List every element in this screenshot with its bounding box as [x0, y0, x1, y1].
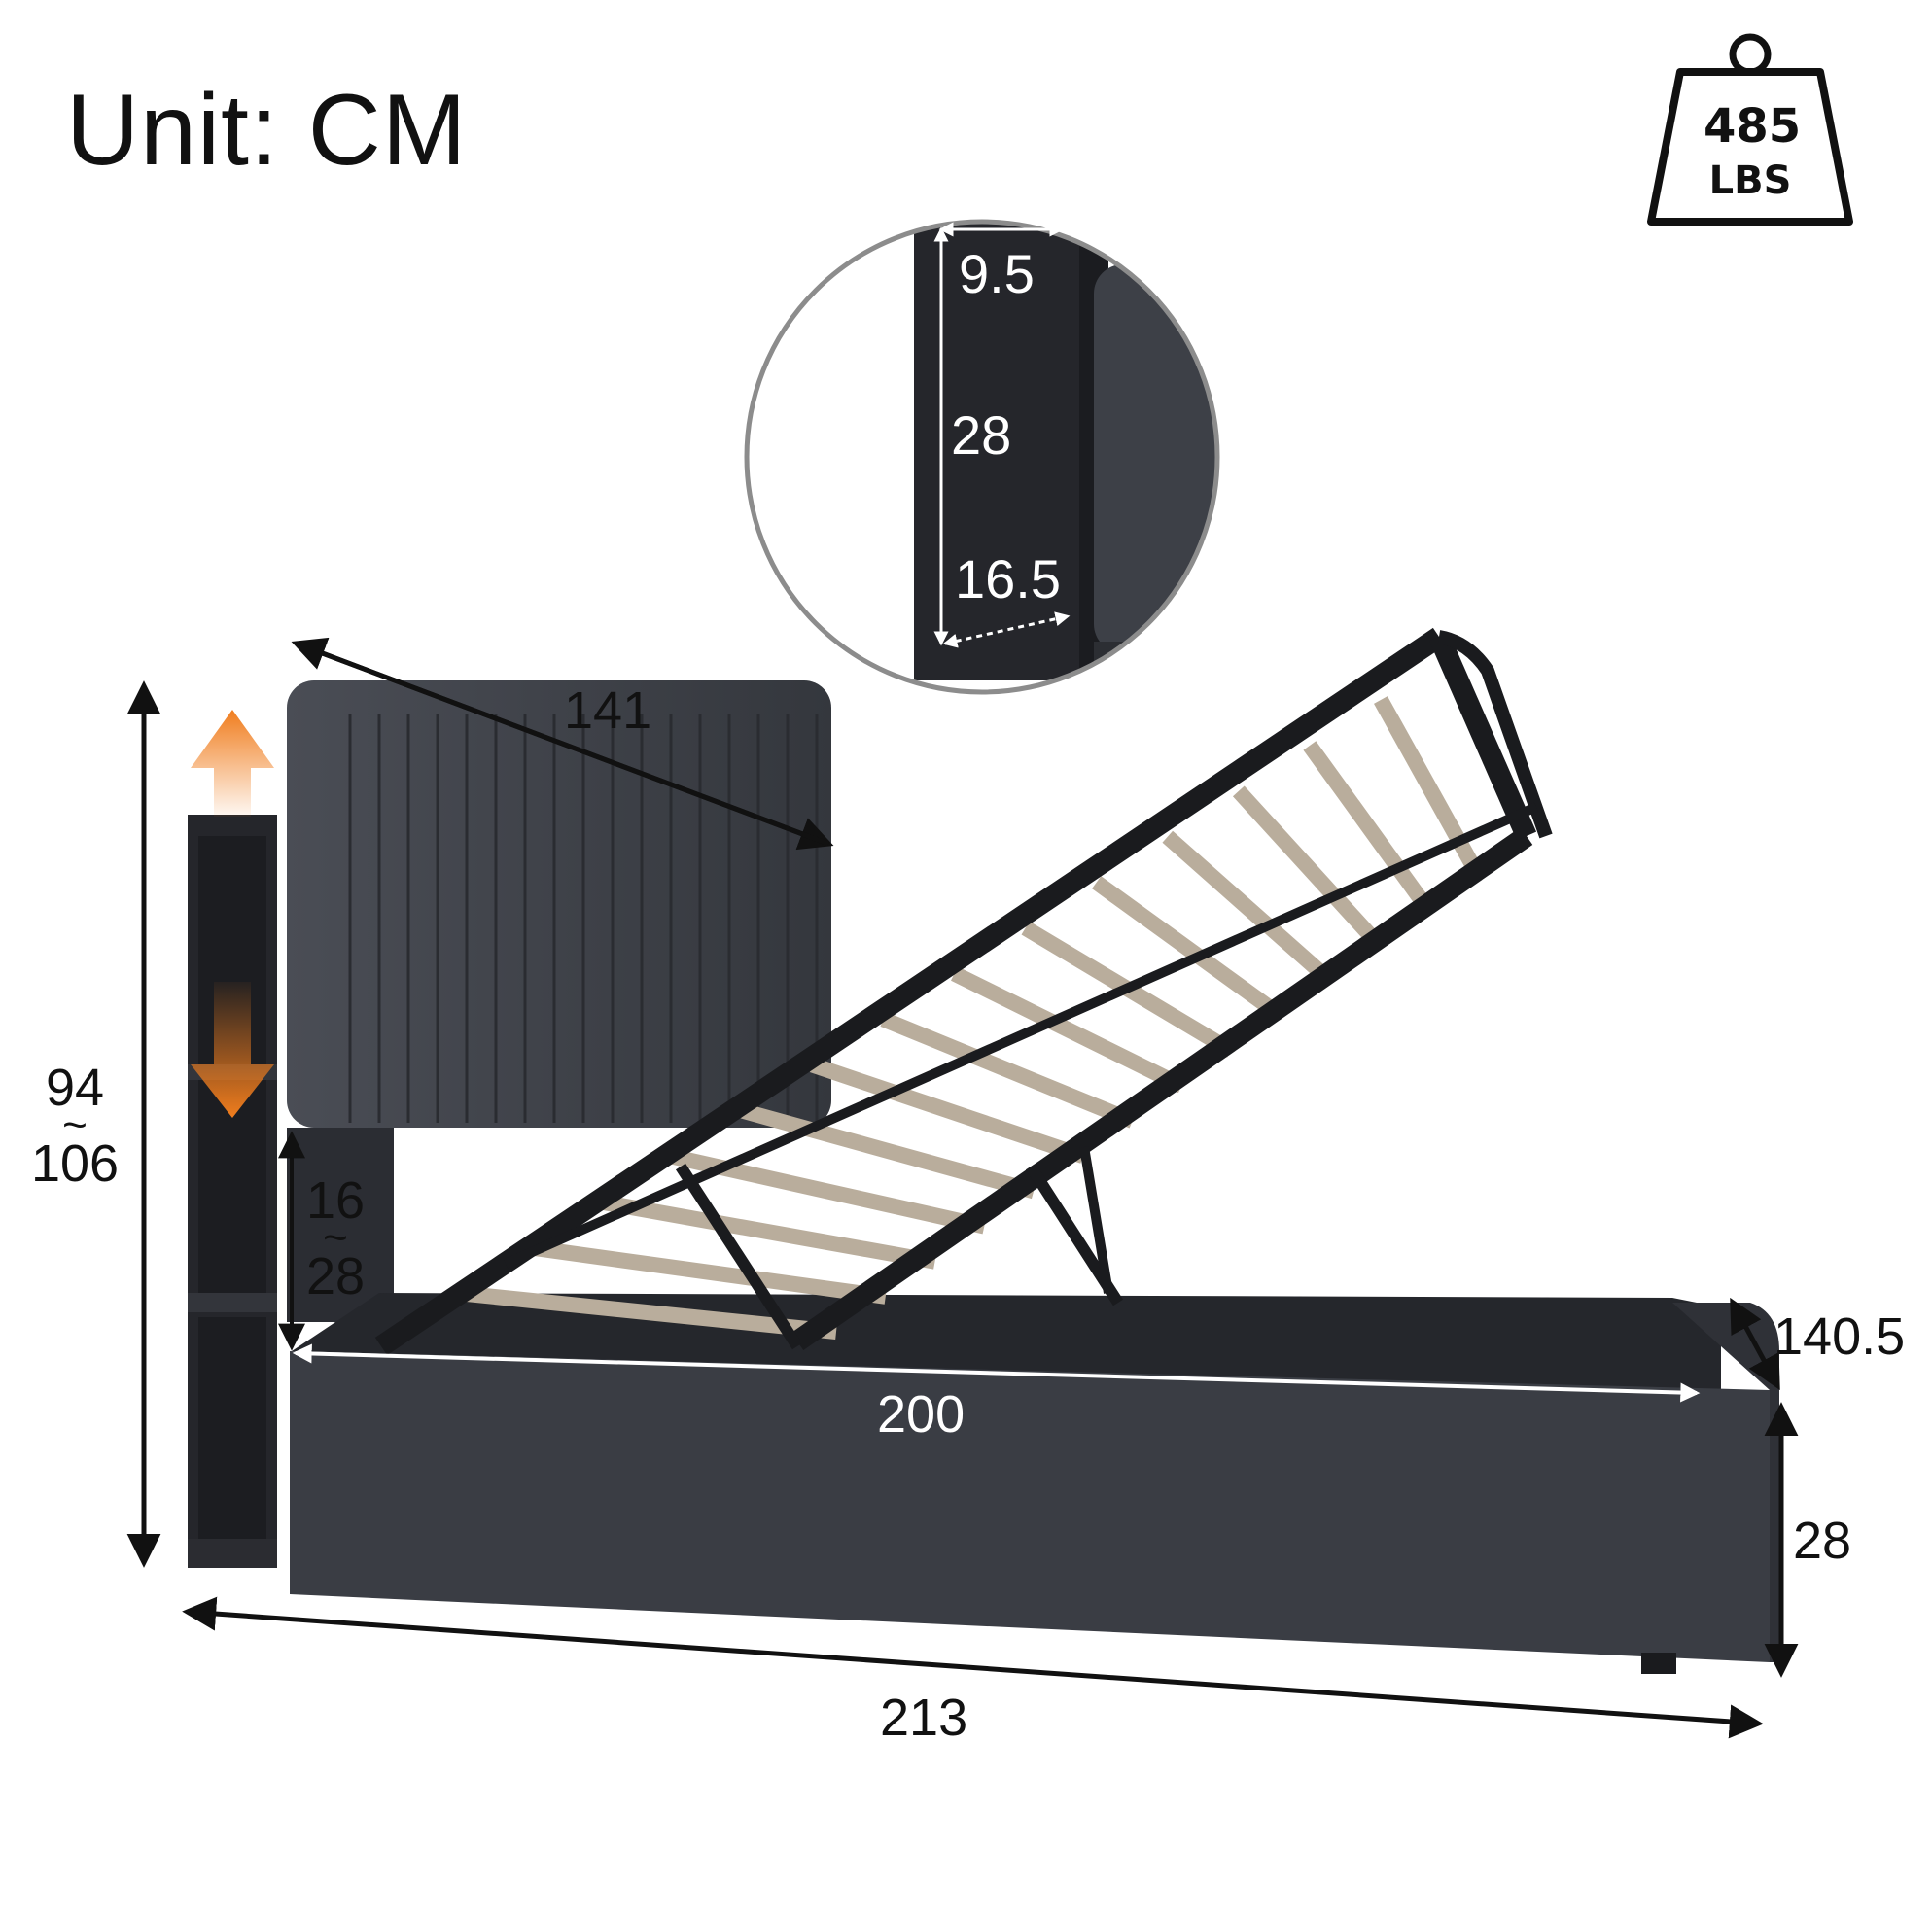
- weight-icon: [1647, 33, 1853, 226]
- shelf-depth-label: 16.5: [955, 548, 1061, 610]
- dimension-lines: [126, 637, 1799, 1739]
- shelf-width-label: 9.5: [959, 243, 1035, 304]
- inner-length-label: 200: [877, 1385, 966, 1444]
- side-storage-shelf: [188, 815, 277, 1568]
- slat: [526, 1239, 887, 1305]
- side-height-label: 28: [1793, 1512, 1852, 1570]
- total-length-label: 213: [880, 1689, 968, 1747]
- weight-value: 485: [1704, 99, 1802, 154]
- slat: [1374, 696, 1485, 879]
- adjust-height-arrows-icon: [191, 710, 274, 1118]
- headboard-clearance-label: 16 ~ 28: [292, 1174, 379, 1303]
- slat: [1162, 830, 1335, 987]
- total-width-label: 140.5: [1774, 1307, 1906, 1366]
- slat: [880, 1012, 1136, 1129]
- slat: [597, 1194, 936, 1270]
- clearance-max: 28: [305, 1247, 366, 1306]
- total-height-min: 94: [45, 1059, 105, 1117]
- clearance-min: 16: [305, 1171, 366, 1230]
- weight-unit: LBS: [1708, 158, 1792, 203]
- unit-label: Unit: CM: [66, 74, 468, 187]
- shelf-height-label: 28: [951, 404, 1012, 466]
- slat: [1092, 876, 1285, 1023]
- slat: [739, 1102, 1036, 1200]
- slat: [1232, 785, 1386, 951]
- slat: [809, 1057, 1086, 1164]
- slat: [1303, 741, 1435, 915]
- bed-base: [290, 1293, 1779, 1674]
- headboard-width-label: 141: [564, 681, 652, 740]
- total-height-max: 106: [30, 1134, 120, 1194]
- lifted-slat-frame: [374, 627, 1553, 1356]
- total-height-label: 94 ~ 106: [21, 1062, 128, 1190]
- slat: [950, 966, 1185, 1094]
- shelf-detail-inset: [744, 219, 1220, 695]
- slat: [456, 1285, 837, 1340]
